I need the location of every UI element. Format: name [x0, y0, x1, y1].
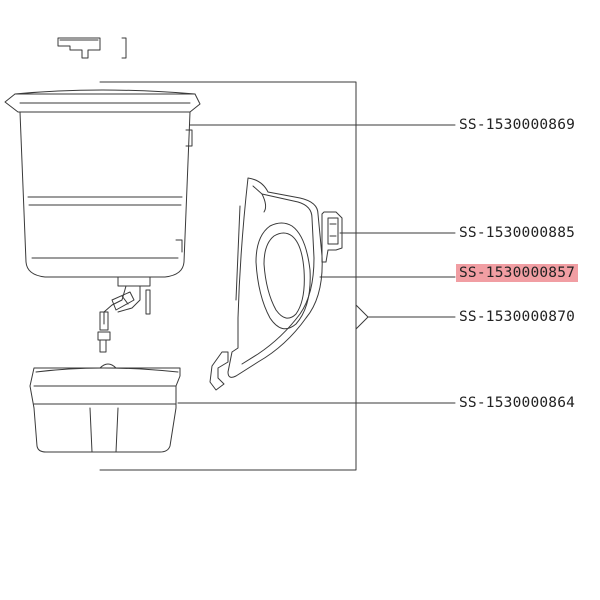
part-code-label[interactable]: SS-1530000864	[459, 395, 576, 411]
base-tray-part	[29, 363, 181, 453]
small-clip-part	[57, 37, 127, 59]
handle-part	[209, 177, 343, 391]
part-code-label[interactable]: SS-1530000885	[459, 225, 576, 241]
part-code-label[interactable]: SS-1530000870	[459, 309, 576, 325]
part-code-label-highlighted[interactable]: SS-1530000857	[456, 264, 579, 282]
part-code-label[interactable]: SS-1530000869	[459, 117, 576, 133]
leader-lines	[99, 81, 456, 471]
water-tank-part	[4, 89, 201, 353]
